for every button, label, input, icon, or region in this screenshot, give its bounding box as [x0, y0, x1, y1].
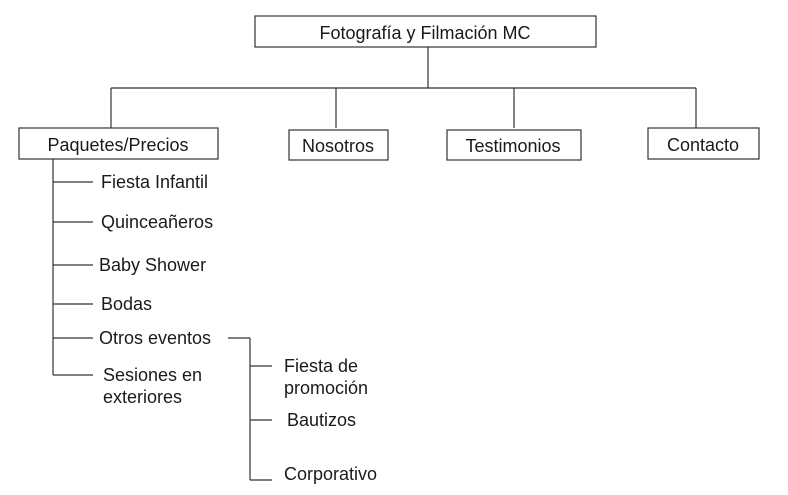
section-node-paquetes-box: [18, 127, 219, 160]
item-sesiones-exteriores-line2[interactable]: exteriores: [103, 387, 182, 407]
item-fiesta-promocion-line1[interactable]: Fiesta de: [284, 356, 358, 376]
section-node-testimonios[interactable]: Testimonios: [446, 129, 582, 161]
section-node-contacto[interactable]: Contacto: [647, 127, 760, 160]
section-node-testimonios-label: Testimonios: [465, 136, 560, 156]
section-node-paquetes-label: Paquetes/Precios: [47, 135, 188, 155]
section-node-nosotros-label: Nosotros: [302, 136, 374, 156]
item-fiesta-promocion-line2[interactable]: promoción: [284, 378, 368, 398]
item-bodas[interactable]: Bodas: [101, 294, 152, 314]
section-node-contacto-box: [647, 127, 760, 160]
section-node-nosotros[interactable]: Nosotros: [288, 129, 389, 161]
item-corporativo[interactable]: Corporativo: [284, 464, 377, 484]
item-otros-eventos[interactable]: Otros eventos: [99, 328, 211, 348]
section-node-nosotros-box: [288, 129, 389, 161]
item-quinceaneros[interactable]: Quinceañeros: [101, 212, 213, 232]
root-node-label: Fotografía y Filmación MC: [319, 23, 530, 43]
section-node-contacto-label: Contacto: [667, 135, 739, 155]
item-fiesta-infantil[interactable]: Fiesta Infantil: [101, 172, 208, 192]
section-node-paquetes[interactable]: Paquetes/Precios: [18, 127, 219, 160]
item-baby-shower[interactable]: Baby Shower: [99, 255, 206, 275]
item-bautizos[interactable]: Bautizos: [287, 410, 356, 430]
item-sesiones-exteriores-line1[interactable]: Sesiones en: [103, 365, 202, 385]
root-node[interactable]: Fotografía y Filmación MC: [254, 15, 597, 48]
section-node-testimonios-box: [446, 129, 582, 161]
root-node-box: [254, 15, 597, 48]
